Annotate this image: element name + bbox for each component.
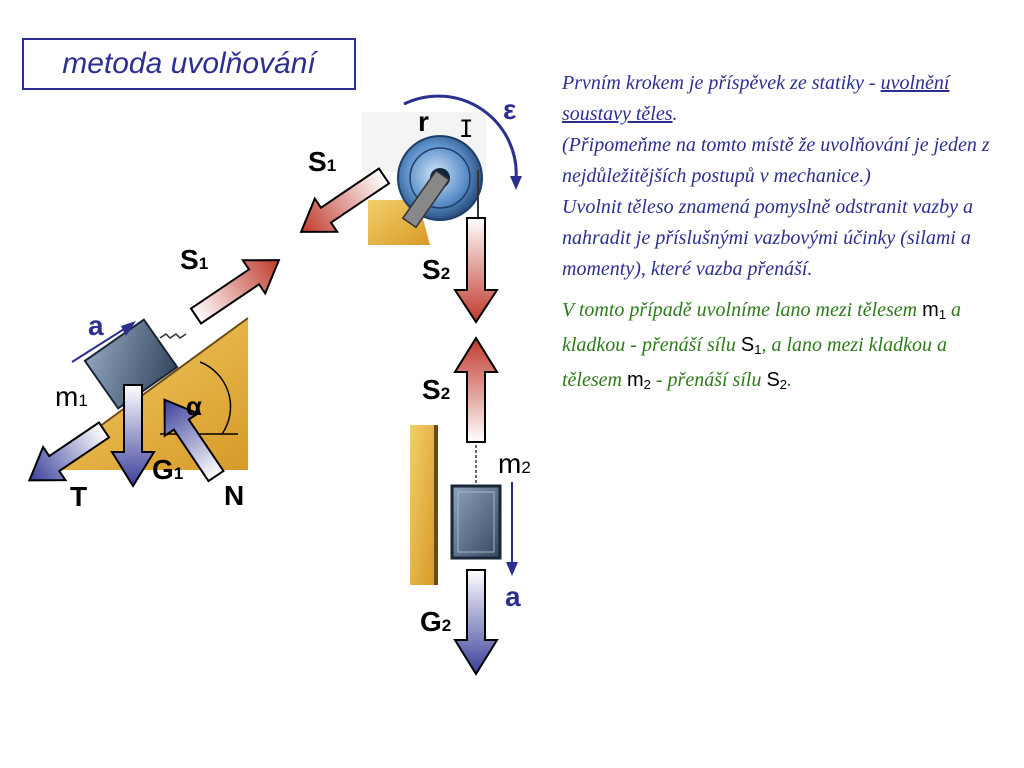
label-a2: a — [505, 581, 521, 612]
arrow-g2 — [453, 569, 499, 676]
accel-a1-line — [71, 323, 133, 363]
label-m2: m2 — [498, 448, 531, 479]
arrow-s2-lower — [453, 336, 499, 443]
arrow-n — [163, 398, 225, 483]
block-m2 — [450, 445, 502, 560]
label-epsilon: ε — [503, 94, 517, 125]
label-s2-lower: S2 — [422, 374, 451, 405]
label-alpha: α — [186, 391, 202, 421]
accel-a2-head — [506, 562, 518, 576]
accel-a1-head — [121, 321, 136, 336]
arrow-s1-upper — [299, 167, 391, 233]
paragraph-case: V tomto případě uvolníme lano mezi těles… — [562, 299, 962, 392]
label-r: r — [418, 106, 429, 137]
label-I: I — [459, 115, 474, 143]
pulley — [397, 135, 483, 229]
label-s1-upper: S1 — [308, 146, 337, 177]
slide-title: metoda uvolňování — [62, 47, 316, 80]
label-g1: G1 — [152, 454, 184, 485]
epsilon-arc — [403, 94, 518, 181]
arrow-t — [27, 421, 111, 482]
paragraph-intro: Prvním krokem je příspěvek ze statiky - … — [562, 72, 990, 280]
block-m1 — [83, 318, 187, 410]
label-t: T — [70, 481, 88, 512]
label-n: N — [224, 480, 245, 511]
arrow-g1 — [110, 384, 156, 488]
label-s2-upper: S2 — [422, 254, 451, 285]
arrow-s1-lower — [189, 259, 281, 325]
explanation-text: Prvním krokem je příspěvek ze statiky - … — [562, 68, 1002, 400]
wall-m2 — [410, 425, 438, 585]
label-a1: a — [88, 310, 104, 341]
epsilon-arrowhead — [510, 176, 522, 190]
arrow-s2-upper — [453, 217, 499, 324]
title-box: metoda uvolňování — [22, 38, 356, 90]
label-g2: G2 — [420, 606, 452, 637]
free-body-diagram — [27, 94, 522, 676]
label-m1: m1 — [55, 381, 88, 412]
label-s1-lower: S1 — [180, 244, 209, 275]
